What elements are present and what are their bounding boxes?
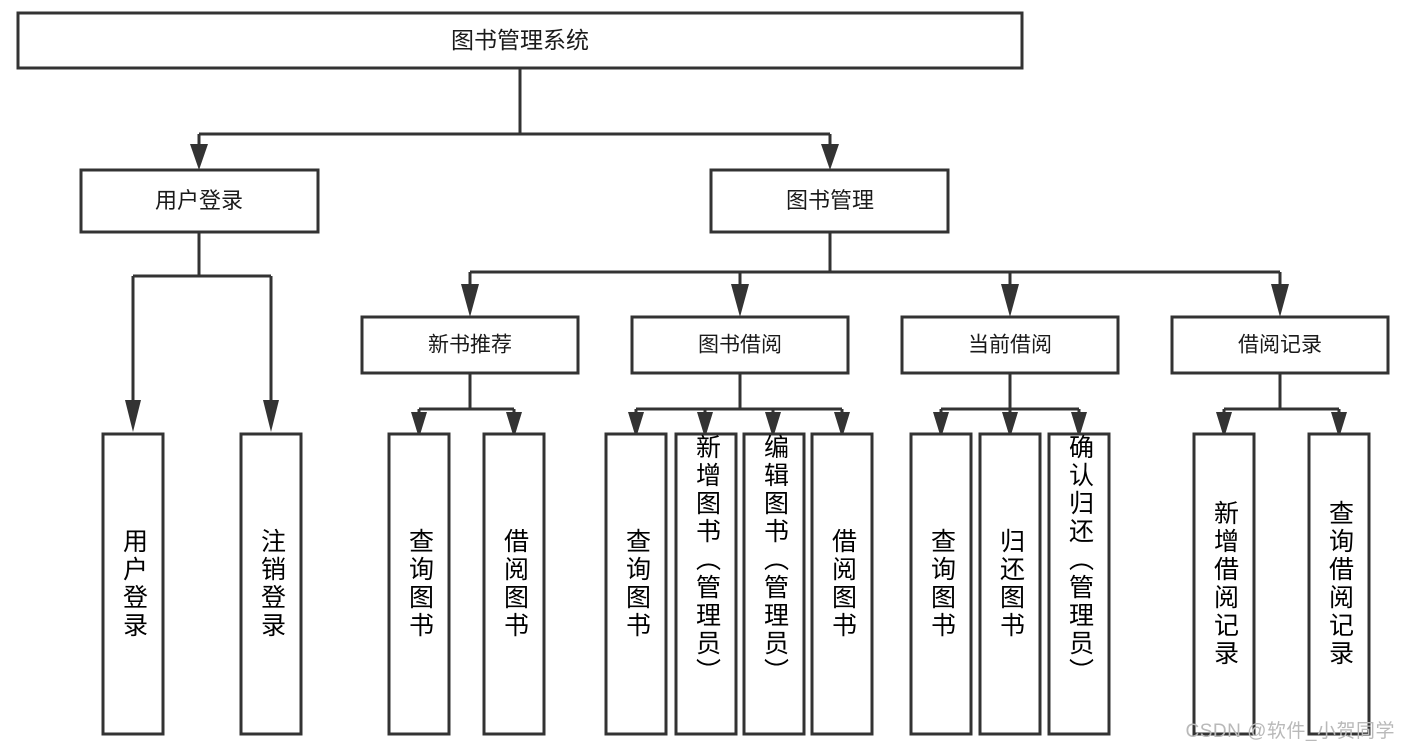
- node-root-label: 图书管理系统: [451, 27, 589, 53]
- connector-group-root: [190, 68, 839, 170]
- node-leaf-user-login-box[interactable]: [101, 432, 165, 736]
- arrow-head-leaf-confirm-return: [1071, 412, 1087, 438]
- node-leaf-query-book-3-box[interactable]: [909, 432, 973, 736]
- node-book-borrow[interactable]: 图书借阅: [630, 315, 850, 375]
- node-new-book-recommend-label: 新书推荐: [428, 334, 512, 357]
- watermark: CSDN @软件_小贺同学: [1185, 721, 1395, 742]
- node-user-login-label: 用户登录: [155, 188, 243, 213]
- node-book-management-label: 图书管理: [786, 188, 874, 213]
- node-leaf-query-record-box[interactable]: [1307, 432, 1371, 736]
- arrow-head-user-login: [190, 144, 208, 170]
- node-leaf-query-book-2-box[interactable]: [604, 432, 668, 736]
- node-new-book-recommend[interactable]: 新书推荐: [360, 315, 580, 375]
- node-leaf-confirm-return-box[interactable]: [1047, 432, 1111, 736]
- node-book-borrow-label: 图书借阅: [698, 334, 782, 357]
- arrow-head-leaf-logout-login: [263, 400, 279, 432]
- node-leaf-borrow-book-1-box[interactable]: [482, 432, 546, 736]
- node-current-borrow-box[interactable]: [900, 315, 1120, 375]
- node-leaf-borrow-book-2-box[interactable]: [810, 432, 874, 736]
- node-leaf-return-book-box[interactable]: [978, 432, 1042, 736]
- node-leaf-add-book-box[interactable]: [674, 432, 738, 736]
- arrow-head-leaf-borrow-book-2: [834, 412, 850, 438]
- node-current-borrow[interactable]: 当前借阅: [900, 315, 1120, 375]
- node-borrow-record[interactable]: 借阅记录: [1170, 315, 1390, 375]
- arrow-head-new-book-recommend: [461, 284, 479, 317]
- arrow-head-leaf-add-book: [697, 412, 713, 438]
- node-borrow-record-label: 借阅记录: [1238, 334, 1322, 357]
- connector-group-current-borrow: [933, 373, 1087, 438]
- connector-group-book-borrow: [628, 373, 850, 438]
- node-user-login[interactable]: 用户登录: [79, 168, 320, 234]
- node-borrow-record-box[interactable]: [1170, 315, 1390, 375]
- leaf-boxes: [101, 432, 1371, 736]
- arrow-head-leaf-query-record: [1331, 412, 1347, 438]
- arrow-head-leaf-user-login: [125, 400, 141, 432]
- node-book-management[interactable]: 图书管理: [709, 168, 950, 234]
- node-leaf-add-record-box[interactable]: [1192, 432, 1256, 736]
- connector-group-new-book-recommend: [411, 373, 522, 438]
- arrow-head-leaf-query-book-2: [628, 412, 644, 438]
- node-user-login-box[interactable]: [79, 168, 320, 234]
- arrow-head-leaf-query-book-1: [411, 412, 427, 438]
- arrow-head-leaf-return-book: [1002, 412, 1018, 438]
- node-leaf-logout-login-box[interactable]: [239, 432, 303, 736]
- arrow-head-leaf-edit-book: [765, 412, 781, 438]
- node-current-borrow-label: 当前借阅: [968, 334, 1052, 357]
- node-book-management-box[interactable]: [709, 168, 950, 234]
- node-root-box[interactable]: [16, 11, 1024, 70]
- arrow-head-leaf-add-record: [1216, 412, 1232, 438]
- node-new-book-recommend-box[interactable]: [360, 315, 580, 375]
- connector-group-book-management: [461, 232, 1289, 317]
- connector-group-borrow-record: [1216, 373, 1347, 438]
- node-root[interactable]: 图书管理系统: [16, 11, 1024, 70]
- arrow-head-leaf-query-book-3: [933, 412, 949, 438]
- connector-group-user-login: [125, 232, 279, 432]
- arrow-head-current-borrow: [1001, 284, 1019, 317]
- node-leaf-query-book-1-box[interactable]: [387, 432, 451, 736]
- arrow-head-book-borrow: [731, 284, 749, 317]
- arrow-head-book-management: [821, 144, 839, 170]
- node-leaf-edit-book-box[interactable]: [742, 432, 806, 736]
- node-book-borrow-box[interactable]: [630, 315, 850, 375]
- arrow-head-borrow-record: [1271, 284, 1289, 317]
- arrow-head-leaf-borrow-book-1: [506, 412, 522, 438]
